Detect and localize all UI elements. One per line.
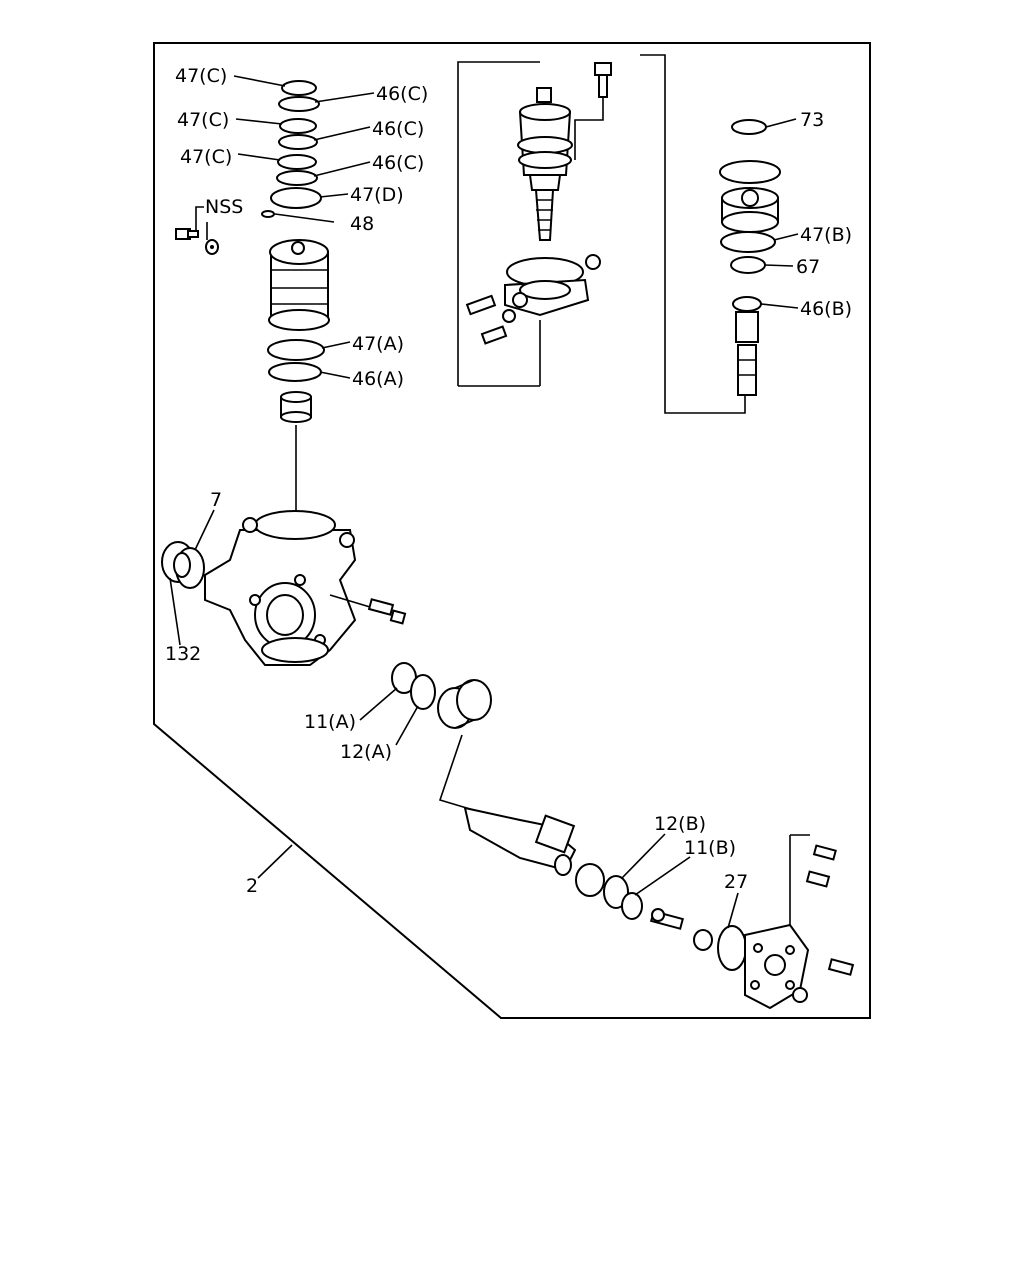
valve-housing xyxy=(268,239,330,331)
label-46a: 46(A) xyxy=(352,368,404,390)
leader-lines xyxy=(169,75,799,929)
label-67: 67 xyxy=(796,256,820,278)
adjuster-screw xyxy=(649,908,713,951)
label-2: 2 xyxy=(246,875,258,897)
seal-12a xyxy=(410,674,436,710)
fitting-bolts xyxy=(465,294,508,345)
bracket-center xyxy=(457,61,541,387)
ring-46b xyxy=(732,296,762,312)
label-11a: 11(A) xyxy=(304,711,356,733)
centerline-lower xyxy=(438,734,481,813)
label-48: 48 xyxy=(350,213,374,235)
valve-body-casting xyxy=(502,254,601,323)
label-7: 7 xyxy=(210,489,222,511)
valve-spool-assembly xyxy=(517,87,573,241)
label-47c-2: 47(C) xyxy=(177,109,229,131)
cover-bolts xyxy=(792,844,855,1003)
long-bolt xyxy=(574,62,612,160)
bracket-right xyxy=(640,54,746,414)
label-47d: 47(D) xyxy=(350,184,404,206)
assembly-frame xyxy=(153,42,871,1019)
side-cover-27 xyxy=(717,834,810,1010)
bearing-lower xyxy=(575,863,605,897)
label-47b: 47(B) xyxy=(800,224,852,246)
seal-12b xyxy=(603,875,629,909)
label-47c-3: 47(C) xyxy=(180,146,232,168)
side-seal-7-132 xyxy=(161,541,205,589)
seal-ring-stack xyxy=(261,80,322,218)
label-46c-2: 46(C) xyxy=(372,118,424,140)
label-nss: NSS xyxy=(205,196,243,218)
housing-side-bolt xyxy=(367,598,407,625)
needle-bearing xyxy=(437,679,492,729)
snap-ring-11b xyxy=(621,892,643,920)
label-46c-1: 46(C) xyxy=(376,83,428,105)
cap-housing xyxy=(721,187,779,233)
gear-housing xyxy=(204,510,381,666)
ring-46a xyxy=(268,362,322,382)
nss-bolt xyxy=(175,206,219,255)
sector-shaft xyxy=(463,806,577,876)
label-11b: 11(B) xyxy=(684,837,736,859)
ring-47b xyxy=(720,231,776,253)
label-46b: 46(B) xyxy=(800,298,852,320)
label-47c-1: 47(C) xyxy=(175,65,227,87)
label-46c-3: 46(C) xyxy=(372,152,424,174)
snap-ring-top xyxy=(719,160,781,184)
label-12a: 12(A) xyxy=(340,741,392,763)
label-12b: 12(B) xyxy=(654,813,706,835)
label-73: 73 xyxy=(800,109,824,131)
pinion-shaft xyxy=(735,311,759,396)
ring-47a xyxy=(267,339,325,361)
label-47a: 47(A) xyxy=(352,333,404,355)
label-27: 27 xyxy=(724,871,748,893)
small-bearing xyxy=(280,391,312,423)
washer-73 xyxy=(731,119,767,135)
bearing-67 xyxy=(730,256,766,274)
label-132: 132 xyxy=(165,643,201,665)
